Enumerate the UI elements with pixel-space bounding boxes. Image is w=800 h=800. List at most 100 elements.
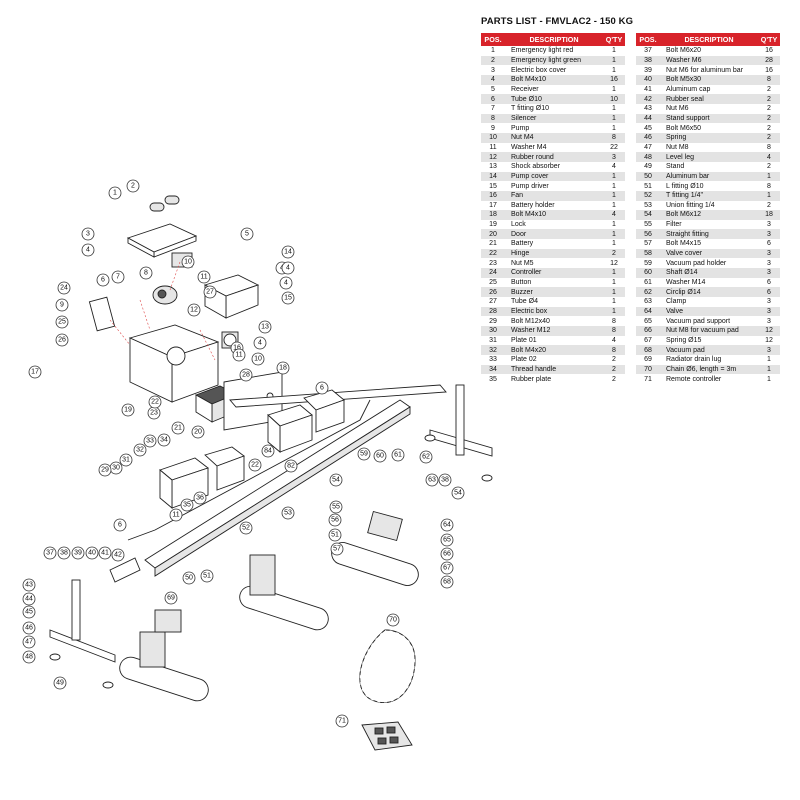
callout-bubble: 7	[111, 270, 125, 284]
qty-cell: 1	[612, 47, 616, 55]
callout-bubble: 6	[96, 273, 110, 287]
callout-bubble: 43	[22, 578, 36, 592]
pos-cell: 25	[489, 279, 497, 287]
callout-number: 6	[101, 277, 105, 284]
description-cell: Nut M4	[505, 132, 603, 143]
callout-bubble: 42	[111, 548, 125, 562]
callout-bubble: 31	[119, 453, 133, 467]
pos-cell: 19	[489, 221, 497, 229]
callout-bubble: 57	[330, 542, 344, 556]
pos-cell: 71	[644, 375, 652, 383]
description-cell: Electric box	[505, 306, 603, 317]
description-cell: L fitting Ø10	[666, 182, 704, 190]
callout-number: 36	[196, 495, 204, 502]
pos-cell: 46	[636, 132, 660, 143]
callout-number: 44	[25, 596, 33, 603]
description-cell: Hinge	[505, 248, 603, 259]
pos-cell: 42	[636, 94, 660, 104]
description-cell: Bolt M4x10	[505, 210, 603, 220]
callout-number: 27	[206, 289, 214, 296]
callout-number: 1	[113, 190, 117, 197]
callout-bubble: 14	[281, 245, 295, 259]
pos-cell: 32	[481, 345, 505, 355]
qty-cell: 6	[767, 279, 771, 287]
callout-number: 43	[25, 582, 33, 589]
description-cell: Bolt M4x10	[505, 74, 603, 85]
pos-cell: 13	[489, 163, 497, 171]
pos-cell: 29	[489, 317, 497, 325]
callout-number: 24	[60, 285, 68, 292]
callout-bubble: 15	[281, 291, 295, 305]
callout-number: 21	[174, 425, 182, 432]
description-cell: Nut M6	[666, 105, 689, 113]
qty-cell: 1	[758, 364, 780, 375]
pos-cell: 61	[644, 279, 652, 287]
description-cell: Spring	[660, 132, 758, 143]
callout-number: 11	[235, 352, 242, 359]
description-cell: Aluminum bar	[660, 171, 758, 182]
qty-cell: 22	[610, 143, 618, 151]
qty-cell: 8	[603, 132, 625, 143]
callout-bubble: 53	[281, 506, 295, 520]
description-cell: Pump cover	[505, 171, 603, 182]
callout-bubble: 50	[182, 571, 196, 585]
description-cell: T fitting 1/4''	[660, 190, 758, 201]
description-cell: Stand	[666, 163, 685, 171]
callout-number: 61	[394, 452, 402, 459]
description-cell: Rubber round	[505, 152, 603, 162]
pos-cell: 68	[636, 345, 660, 355]
description-cell: Chain Ø6, length = 3m	[660, 364, 758, 375]
callout-number: 33	[146, 438, 154, 445]
callout-number: 19	[124, 407, 132, 414]
description-cell: Tube Ø10	[505, 94, 603, 104]
callout-bubble: 10	[251, 352, 265, 366]
callout-number: 62	[422, 454, 430, 461]
callout-number: 55	[332, 504, 340, 511]
qty-cell: 1	[612, 85, 616, 93]
callout-number: 54	[332, 477, 340, 484]
callout-bubble: 5	[240, 227, 254, 241]
qty-cell: 6	[758, 287, 780, 298]
pos-cell: 65	[644, 317, 652, 325]
pos-cell: 64	[636, 306, 660, 317]
callout-bubble: 40	[85, 546, 99, 560]
pos-cell: 58	[636, 248, 660, 259]
callout-number: 25	[58, 319, 66, 326]
callout-number: 65	[443, 537, 451, 544]
callout-bubble: 41	[98, 546, 112, 560]
callout-layer: 1234541011144415246789252627121341611101…	[22, 179, 465, 728]
qty-cell: 12	[758, 326, 780, 336]
description-cell: Bolt M4x15	[666, 240, 702, 248]
callout-bubble: 11	[197, 270, 211, 284]
callout-bubble: 47	[22, 635, 36, 649]
callout-number: 30	[112, 465, 120, 472]
description-cell: Radiator drain lug	[666, 356, 722, 364]
pos-cell: 4	[481, 74, 505, 85]
description-cell: Emergency light red	[511, 47, 574, 55]
callout-number: 41	[101, 550, 109, 557]
callout-bubble: 49	[53, 676, 67, 690]
callout-bubble: 54	[329, 473, 343, 487]
pos-cell: 35	[489, 375, 497, 383]
pos-cell: 7	[491, 105, 495, 113]
callout-number: 38	[441, 477, 449, 484]
description-cell: Bolt M6x20	[666, 47, 702, 55]
qty-cell: 12	[765, 337, 773, 345]
